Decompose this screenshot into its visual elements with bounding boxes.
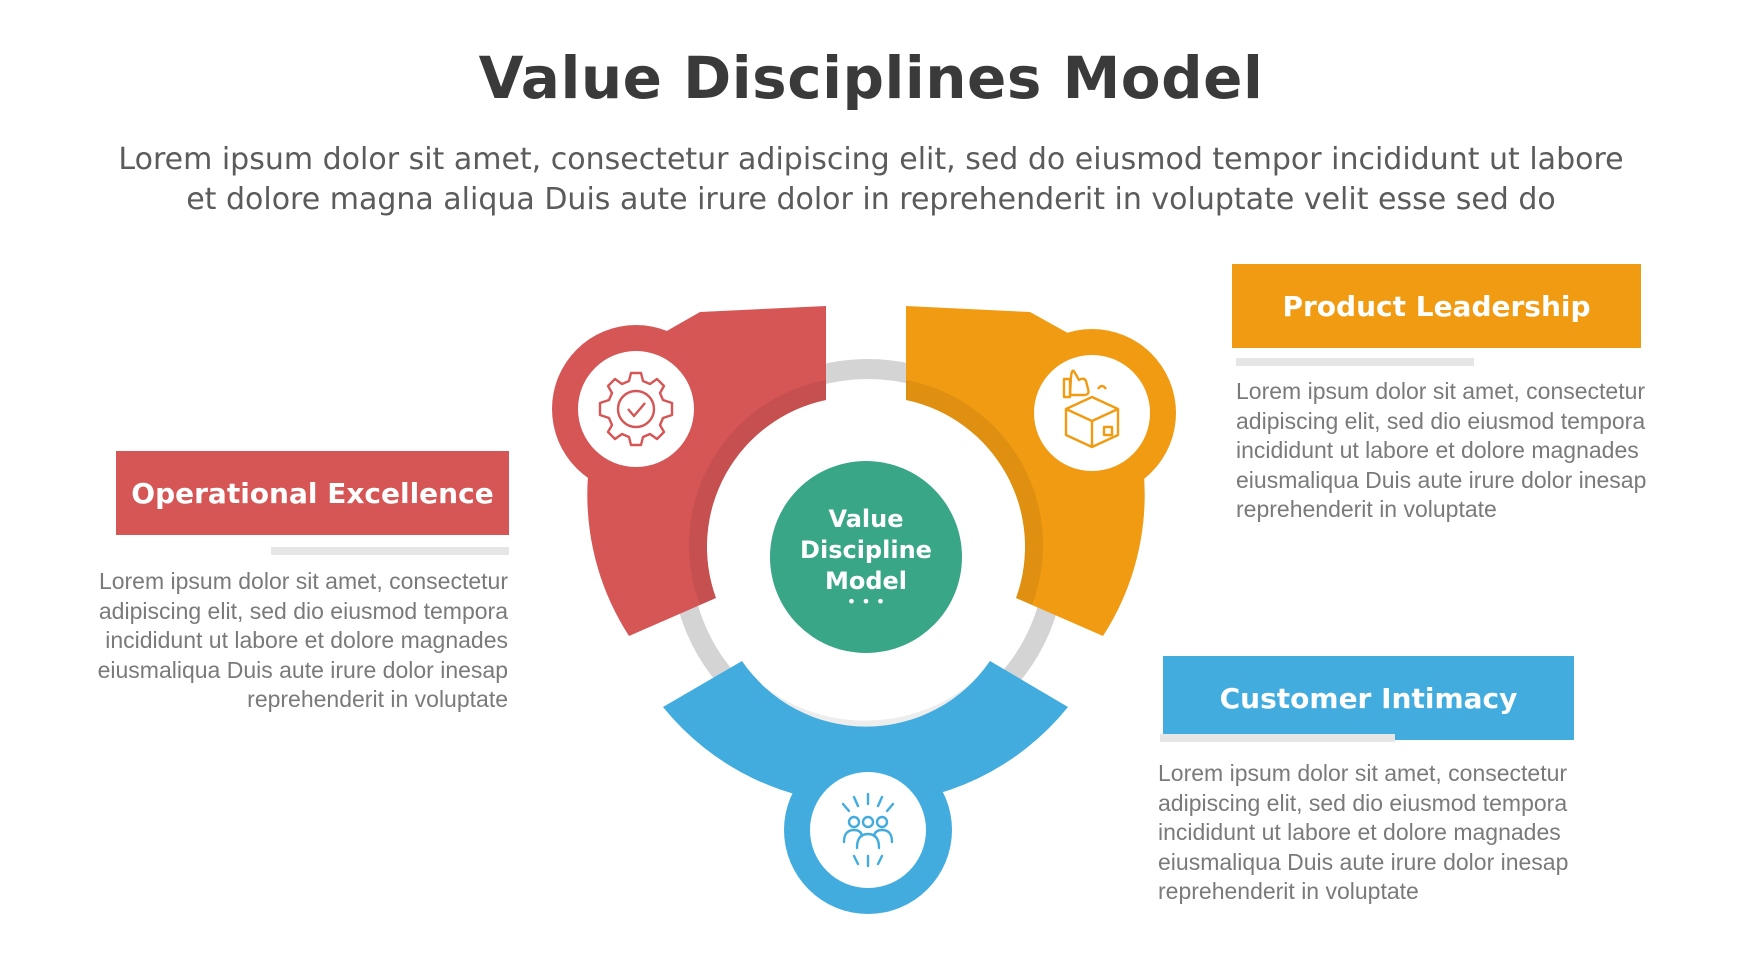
page-subtitle: Lorem ipsum dolor sit amet, consectetur … — [60, 140, 1682, 220]
customer-group-icon — [841, 792, 895, 868]
customer-intimacy-underline — [1160, 734, 1395, 742]
subtitle-line: Lorem ipsum dolor sit amet, consectetur … — [118, 142, 1624, 177]
product-leadership-description: Lorem ipsum dolor sit amet, consectetur … — [1236, 377, 1656, 525]
description-line: eiusmaliqua Duis aute irure dolor inesap — [1158, 848, 1569, 875]
description-line: reprehenderit in voluptate — [1236, 496, 1497, 522]
center-label-line-1: Value — [828, 505, 903, 533]
description-line: eiusmaliqua Duis aute irure dolor inesap — [97, 656, 508, 683]
operational-excellence-description: Lorem ipsum dolor sit amet, consectetur … — [88, 567, 508, 715]
operational-excellence-label: Operational Excellence — [116, 451, 509, 535]
description-line: incididunt ut labore et dolore magnades — [105, 627, 508, 653]
center-circle — [770, 461, 962, 653]
operational-excellence-underline — [271, 547, 509, 555]
center-dots: • • • — [847, 592, 885, 611]
product-leadership-underline — [1236, 358, 1474, 366]
description-line: Lorem ipsum dolor sit amet, consectetur — [1236, 378, 1646, 404]
subtitle-line: et dolore magna aliqua Duis aute irure d… — [186, 182, 1556, 217]
product-leadership-label: Product Leadership — [1232, 264, 1641, 348]
description-line: adipiscing elit, sed dio eiusmod tempora — [98, 597, 508, 624]
description-line: reprehenderit in voluptate — [1158, 878, 1419, 904]
description-line: adipiscing elit, sed dio eiusmod tempora — [1236, 407, 1646, 434]
description-line: Lorem ipsum dolor sit amet, consectetur — [98, 568, 508, 594]
page-title: Value Disciplines Model — [478, 44, 1264, 112]
segment-operational-excellence — [552, 306, 826, 636]
center-label-line-3: Model — [825, 567, 907, 595]
customer-intimacy-label: Customer Intimacy — [1163, 656, 1574, 740]
description-line: eiusmaliqua Duis aute irure dolor inesap — [1236, 466, 1647, 493]
gear-check-icon — [598, 371, 674, 447]
description-line: adipiscing elit, sed dio eiusmod tempora — [1158, 789, 1568, 816]
customer-intimacy-description: Lorem ipsum dolor sit amet, consectetur … — [1158, 759, 1578, 907]
center-label-line-2: Discipline — [800, 536, 932, 564]
description-line: Lorem ipsum dolor sit amet, consectetur — [1158, 760, 1568, 786]
description-line: reprehenderit in voluptate — [247, 686, 508, 712]
description-line: incididunt ut labore et dolore magnades — [1236, 437, 1639, 463]
description-line: incididunt ut labore et dolore magnades — [1158, 819, 1561, 845]
segment-customer-intimacy — [663, 661, 1068, 914]
product-box-thumbs-up-icon — [1062, 369, 1120, 449]
